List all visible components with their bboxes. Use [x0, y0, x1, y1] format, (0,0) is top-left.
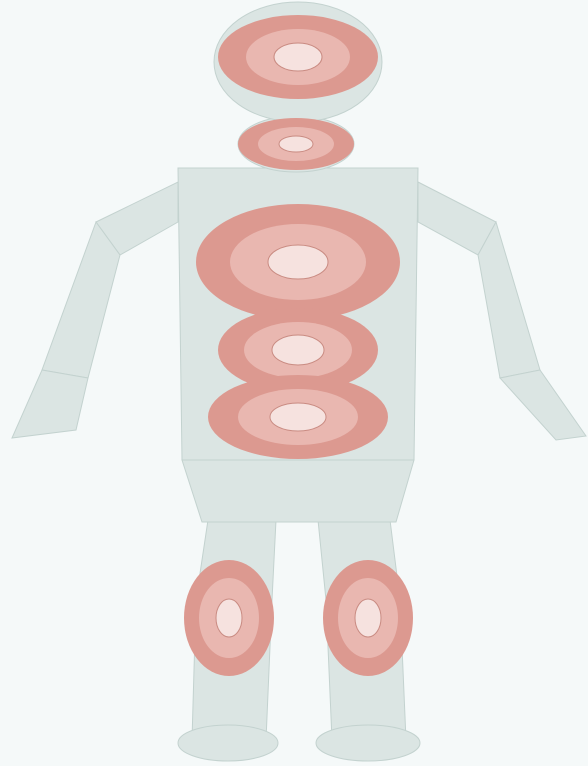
throat-zone: [238, 118, 354, 170]
chest-zone: [196, 204, 400, 320]
left-foot: [178, 725, 278, 761]
lower-abdomen-zone: [208, 375, 388, 459]
right-knee-zone: [323, 560, 413, 676]
throat-zone-inner-ring: [279, 136, 313, 152]
chest-zone-inner-ring: [268, 245, 328, 279]
head-zone-inner-ring: [274, 43, 322, 71]
right-knee-zone-inner-ring: [355, 599, 381, 637]
abdomen-zone-inner-ring: [272, 335, 324, 365]
pelvis: [182, 460, 414, 522]
right-foot: [316, 725, 420, 761]
head-zone: [218, 15, 378, 99]
lower-abdomen-zone-inner-ring: [270, 403, 326, 431]
left-knee-zone: [184, 560, 274, 676]
left-knee-zone-inner-ring: [216, 599, 242, 637]
